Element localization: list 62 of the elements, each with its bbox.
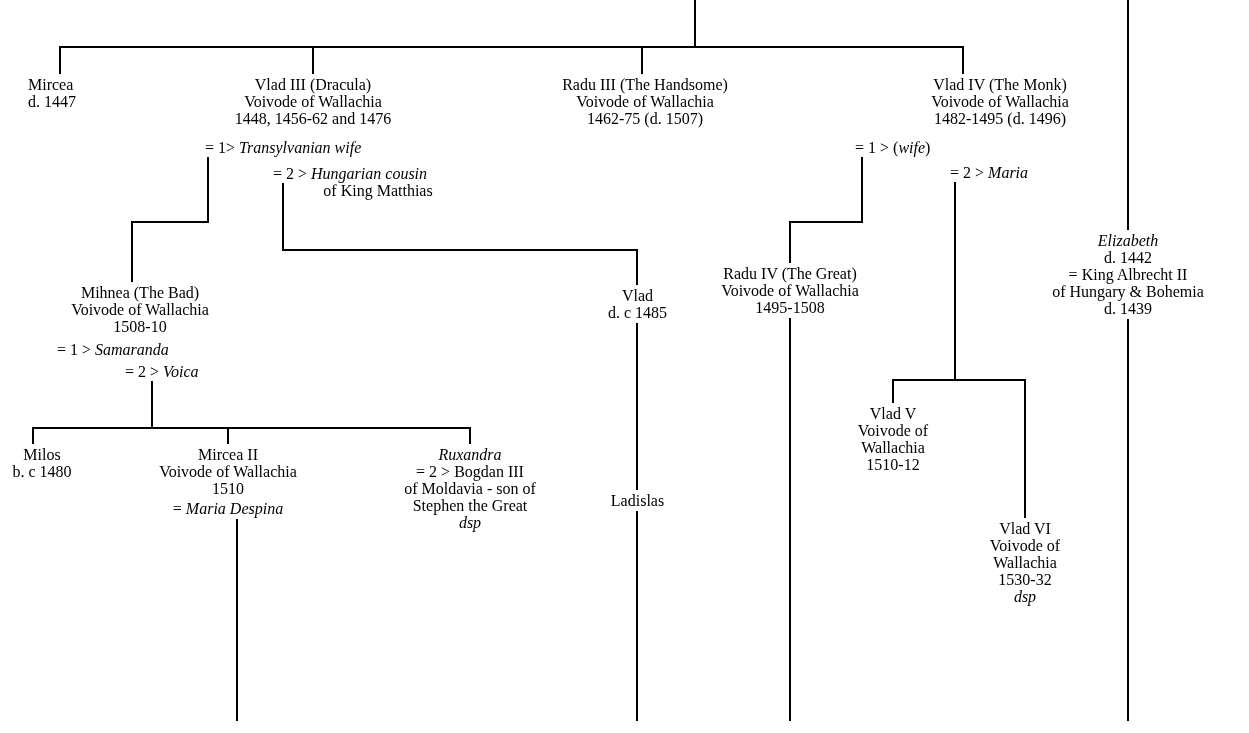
marriage-note: of King Matthias xyxy=(323,182,434,199)
marriage-note: = 2 > Maria xyxy=(950,164,1030,181)
person-name: Ruxandra xyxy=(437,446,503,463)
date-text: b. c 1480 xyxy=(11,463,73,480)
lineage-line xyxy=(131,156,209,283)
title-text: Voivode of Wallachia xyxy=(243,93,383,110)
date-text: d. 1442 xyxy=(1103,249,1153,266)
lineage-line xyxy=(1127,0,1129,231)
person-name: Ladislas xyxy=(609,492,666,509)
date-text: 1448, 1456-62 and 1476 xyxy=(233,110,393,127)
marriage-note: = 1 > Samaranda xyxy=(57,341,170,358)
lineage-line xyxy=(236,518,238,722)
date-text: 1530-32 xyxy=(997,571,1053,588)
date-text: 1508-10 xyxy=(112,318,168,335)
marriage-note: = 1 > (wife) xyxy=(855,139,932,156)
person-name: Mihnea (The Bad) xyxy=(79,284,201,301)
date-text: 1510 xyxy=(211,480,245,497)
lineage-line xyxy=(694,0,964,75)
title-text: Voivode of Wallachia xyxy=(856,422,930,456)
date-text: d. 1447 xyxy=(28,93,77,110)
date-text: 1495-1508 xyxy=(754,299,826,316)
date-text: 1462-75 (d. 1507) xyxy=(586,110,704,127)
person-name: Elizabeth xyxy=(1096,232,1160,249)
note-text: dsp xyxy=(1012,588,1038,605)
marriage-note: = 1> Transylvanian wife xyxy=(205,139,363,156)
date-text: 1510-12 xyxy=(865,456,921,473)
lineage-line xyxy=(789,156,863,264)
title-text: Voivode of Wallachia xyxy=(720,282,860,299)
marriage-note: Stephen the Great xyxy=(411,497,529,514)
person-name: Radu III (The Handsome) xyxy=(561,76,729,93)
person-name: Radu IV (The Great) xyxy=(722,265,858,282)
person-name: Vlad V xyxy=(868,405,918,422)
lineage-line xyxy=(954,181,1026,519)
lineage-line xyxy=(636,322,638,491)
date-text: d. c 1485 xyxy=(606,304,669,321)
lineage-line xyxy=(151,380,471,445)
person-name: Milos xyxy=(22,446,62,463)
marriage-note: = 2 > Bogdan III xyxy=(415,463,525,480)
lineage-line xyxy=(636,510,638,722)
title-text: Voivode of Wallachia xyxy=(575,93,714,110)
note-text: dsp xyxy=(458,514,483,531)
lineage-line xyxy=(789,317,791,722)
marriage-note: = King Albrecht II xyxy=(1067,266,1189,283)
title-text: Voivode of Wallachia xyxy=(930,93,1070,110)
date-text: d. 1439 xyxy=(1104,300,1153,317)
lineage-line xyxy=(282,182,638,286)
person-name: Mircea II xyxy=(197,446,259,463)
title-text: Voivode of Wallachia xyxy=(70,301,210,318)
person-name: Vlad xyxy=(620,287,655,304)
person-name: Vlad III (Dracula) xyxy=(253,76,373,93)
marriage-note: = 2 > Voica xyxy=(125,363,200,380)
marriage-note: = 2 > Hungarian cousin xyxy=(273,165,429,182)
title-text: Voivode of Wallachia xyxy=(988,537,1062,571)
person-name: Vlad IV (The Monk) xyxy=(932,76,1068,93)
person-name: Vlad VI xyxy=(998,520,1052,537)
marriage-note: = Maria Despina xyxy=(171,500,285,517)
marriage-note: of Moldavia - son of xyxy=(403,480,537,497)
title-text: Voivode of Wallachia xyxy=(158,463,298,480)
lineage-line xyxy=(1127,318,1129,722)
person-name: Mircea xyxy=(28,76,75,93)
marriage-note: of Hungary & Bohemia xyxy=(1051,283,1205,300)
date-text: 1482-1495 (d. 1496) xyxy=(933,110,1067,127)
